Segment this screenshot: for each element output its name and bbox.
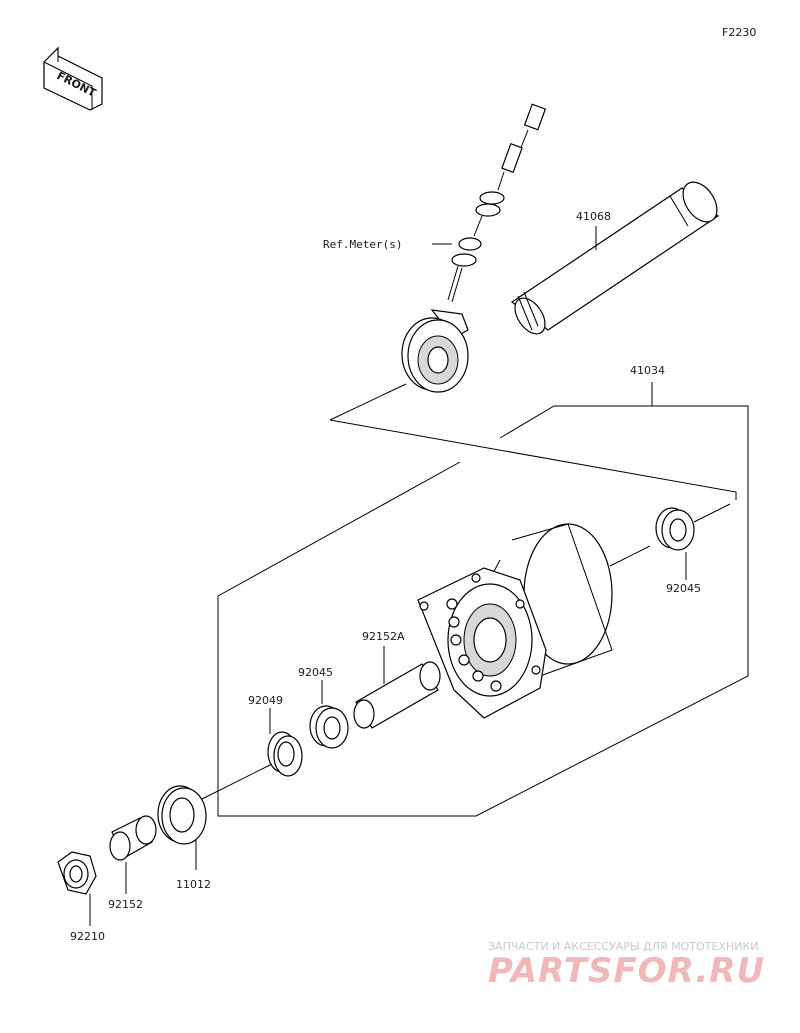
front-arrow-icon: FRONT <box>43 46 103 111</box>
right-bearing <box>655 507 695 551</box>
axle-part-number: 41068 <box>576 210 611 223</box>
diagram-code: F2230 <box>722 26 756 39</box>
speedometer-gear-housing <box>401 309 469 393</box>
long-collar-part-number: 92152A <box>362 630 405 643</box>
nut-part-number: 92210 <box>70 930 105 943</box>
oil-seal-part-number: 92049 <box>248 694 283 707</box>
axle <box>510 181 720 335</box>
collar-part-number: 92152 <box>108 898 143 911</box>
ref-meter-label: Ref.Meter(s) <box>323 238 402 251</box>
spacer-washer <box>157 785 207 845</box>
axle-nut <box>57 851 97 895</box>
watermark-tagline: ЗАПЧАСТИ И АКСЕССУАРЫ ДЛЯ МОТОТЕХНИКИ <box>488 940 758 953</box>
watermark-logo: PARTSFOR.RU <box>488 951 765 991</box>
left-bearing-part-number: 92045 <box>298 666 333 679</box>
hub-assembly-part-number: 41034 <box>630 364 665 377</box>
spacer-washer-part-number: 11012 <box>176 878 211 891</box>
speedometer-cable <box>447 103 547 303</box>
wheel-hub <box>417 523 613 719</box>
right-bearing-part-number: 92045 <box>666 582 701 595</box>
collar <box>109 815 157 861</box>
left-bearing <box>309 705 349 749</box>
long-collar <box>353 661 441 729</box>
oil-seal <box>267 731 303 777</box>
